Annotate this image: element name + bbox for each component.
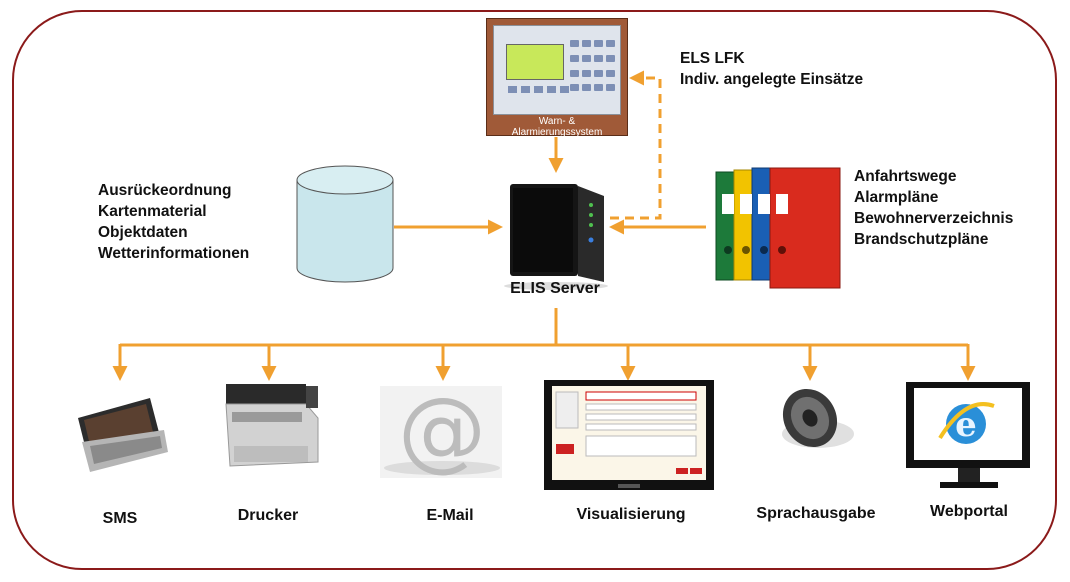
els-text: ELS LFK Indiv. angelegte Einsätze: [680, 48, 863, 90]
database-icon: [296, 165, 394, 283]
binder-text: Anfahrtswege Alarmpläne Bewohnerverzeich…: [854, 166, 1013, 250]
output-label-email: E-Mail: [426, 507, 474, 524]
els-line2: Indiv. angelegte Einsätze: [680, 71, 864, 88]
db-text-3: Wetterinformationen: [98, 245, 250, 262]
arrow-els-dashed: [610, 70, 662, 220]
db-text-1: Kartenmaterial: [98, 203, 207, 220]
binder-text-1: Alarmpläne: [854, 189, 939, 206]
output-label-webportal: Webportal: [930, 503, 1008, 520]
database-text: Ausrückeordnung Kartenmaterial Objektdat…: [98, 180, 249, 264]
panel-keypad: [570, 40, 618, 96]
speaker-icon: [782, 388, 854, 448]
binder-text-2: Bewohnerverzeichnis: [854, 210, 1014, 227]
db-text-2: Objektdaten: [98, 224, 188, 241]
phone-icon: [78, 398, 168, 472]
panel-caption: Warn- & Alarmierungssystem: [487, 116, 627, 138]
output-label-drucker: Drucker: [237, 507, 299, 524]
printer-icon: [225, 384, 319, 467]
binders-icon: [715, 167, 841, 289]
panel-function-keys: [508, 86, 569, 93]
svg-text:@: @: [398, 378, 486, 481]
db-text-0: Ausrückeordnung: [98, 182, 232, 199]
binder-text-0: Anfahrtswege: [854, 168, 957, 185]
output-label-sprachausgabe: Sprachausgabe: [756, 505, 876, 522]
panel-caption-line2: Alarmierungssystem: [511, 127, 603, 138]
server-label: ELIS Server: [510, 280, 600, 297]
email-icon: @: [380, 378, 502, 481]
panel-face: [493, 25, 621, 115]
server-icon: [504, 184, 608, 290]
panel-caption-line1: Warn- &: [538, 116, 576, 127]
monitor-webportal-icon: e: [906, 382, 1030, 488]
binder-text-3: Brandschutzpläne: [854, 231, 989, 248]
monitor-visualisierung-icon: [544, 380, 714, 490]
panel-lcd: [506, 44, 564, 80]
output-label-sms: SMS: [102, 510, 138, 527]
els-line1: ELS LFK: [680, 50, 745, 67]
alarm-panel: Warn- & Alarmierungssystem: [486, 18, 628, 138]
output-label-visualisierung: Visualisierung: [576, 506, 686, 523]
diagram-frame: [12, 10, 1057, 570]
